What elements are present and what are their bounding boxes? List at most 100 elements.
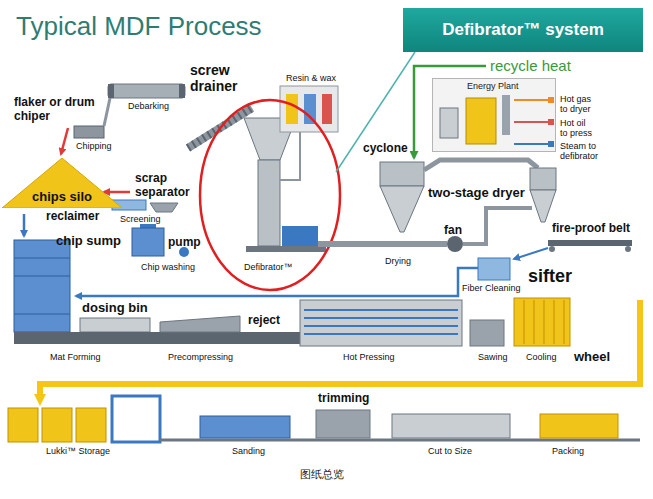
cut-to-size-saw — [392, 414, 510, 438]
chip-flow-arrow — [61, 128, 68, 154]
boiler — [466, 98, 496, 144]
tank-cap — [140, 224, 156, 228]
part-label: recycle heat — [490, 57, 571, 74]
press-platen — [304, 317, 458, 319]
part-label: Hot Pressing — [343, 352, 395, 362]
trimmer — [316, 410, 370, 438]
hot-gas-line — [514, 99, 550, 101]
cooling-wheel — [514, 298, 570, 346]
chipper — [74, 126, 104, 138]
part-label: Resin & wax — [286, 73, 336, 83]
diagram-caption: 图纸总览 — [300, 468, 344, 481]
wheel-rack — [524, 300, 525, 344]
cyclone-cone — [380, 186, 424, 232]
reclaimer-line — [23, 214, 26, 236]
part-label: reject — [248, 314, 280, 328]
part-label: Chip washing — [141, 262, 195, 272]
system-box: Defibrator™ system — [403, 8, 643, 52]
part-label: cyclone — [363, 142, 408, 156]
part-label: Sawing — [478, 352, 508, 362]
sander — [200, 416, 290, 438]
fiber-line — [514, 248, 548, 259]
resin-unit — [280, 86, 338, 132]
hot-gas-swatch — [548, 97, 554, 103]
part-label: Cut to Size — [428, 446, 472, 456]
silo-outline — [2, 158, 122, 208]
fiber-return-line — [76, 268, 478, 296]
wheel-rack — [544, 300, 545, 344]
part-label: fire-proof belt — [552, 222, 630, 236]
base — [246, 246, 326, 252]
resin-pipe — [280, 132, 300, 180]
board-stack — [8, 408, 38, 442]
dosing-bin-tower — [14, 240, 70, 332]
highlight-ellipse — [200, 100, 340, 290]
precompressor — [160, 316, 240, 332]
diagram-title: Typical MDF Process — [16, 12, 262, 42]
defibrator-vessel — [258, 160, 280, 246]
part-label: Debarking — [128, 101, 169, 111]
plant-tank — [440, 108, 458, 138]
part-label: two-stage dryer — [428, 186, 525, 201]
node-text: Energy Plant — [467, 81, 519, 91]
scrap-return-arrow — [104, 191, 130, 194]
part-label: Mat Forming — [50, 352, 101, 362]
node-text: chips silo — [32, 190, 92, 205]
roller — [625, 246, 631, 252]
silo-triangle: chips silo — [2, 158, 122, 208]
part-label: Drying — [385, 256, 411, 266]
fire-proof-belt — [548, 240, 632, 246]
forming-line — [14, 332, 304, 344]
part-label: Cooling — [526, 352, 557, 362]
dryer-pipe — [424, 160, 538, 170]
saw — [470, 320, 504, 346]
cyclone-body — [380, 162, 424, 186]
wheel-rack — [564, 300, 565, 344]
part-label: chip sump — [56, 234, 121, 249]
part-label: reclaimer — [46, 210, 99, 224]
tower-grid — [14, 276, 70, 277]
part-label: screw drainer — [190, 62, 248, 94]
chimney — [502, 95, 510, 135]
part-label: pump — [168, 236, 201, 250]
press-platen — [304, 333, 458, 335]
fan-pipe — [463, 208, 532, 244]
debarking-drum — [108, 84, 185, 98]
wheel-rack — [554, 300, 555, 344]
fan-symbol — [447, 236, 463, 252]
part-label: Screening — [120, 214, 161, 224]
drum-end — [108, 84, 114, 98]
part-label: Steam to defibrator — [560, 141, 602, 162]
packed-stack — [540, 414, 618, 438]
dryer-cyclone — [530, 168, 556, 190]
part-label: fan — [444, 224, 462, 238]
energy-plant-box: Energy Plant — [432, 78, 556, 152]
hot-oil-swatch — [548, 119, 554, 125]
board-stack — [42, 408, 72, 442]
dryer-cone — [530, 190, 556, 222]
resin-tank — [286, 94, 298, 124]
dosing-tank — [322, 94, 332, 124]
blow-line — [318, 241, 447, 247]
sifter-machine — [478, 258, 510, 280]
part-label: Sanding — [232, 446, 265, 456]
part-label: Lukki™ Storage — [46, 446, 110, 456]
part-label: Defibrator™ — [244, 262, 293, 272]
part-label: Packing — [552, 446, 584, 456]
drum-end — [179, 84, 185, 98]
press-platen — [304, 325, 458, 327]
storage-crane — [112, 396, 160, 442]
washing-tank — [132, 228, 164, 256]
part-label: wheel — [574, 350, 610, 365]
leader-line — [336, 52, 415, 172]
board-stack — [76, 408, 106, 442]
part-label: sifter — [528, 266, 572, 287]
part-label: trimming — [318, 392, 369, 406]
steam-swatch — [548, 141, 554, 147]
tower-grid — [14, 314, 70, 315]
energy-plant-ground — [432, 78, 556, 152]
part-label: Fiber Cleaning — [462, 283, 521, 293]
tower-grid — [14, 258, 70, 259]
node-text: Defibrator™ system — [442, 20, 604, 40]
